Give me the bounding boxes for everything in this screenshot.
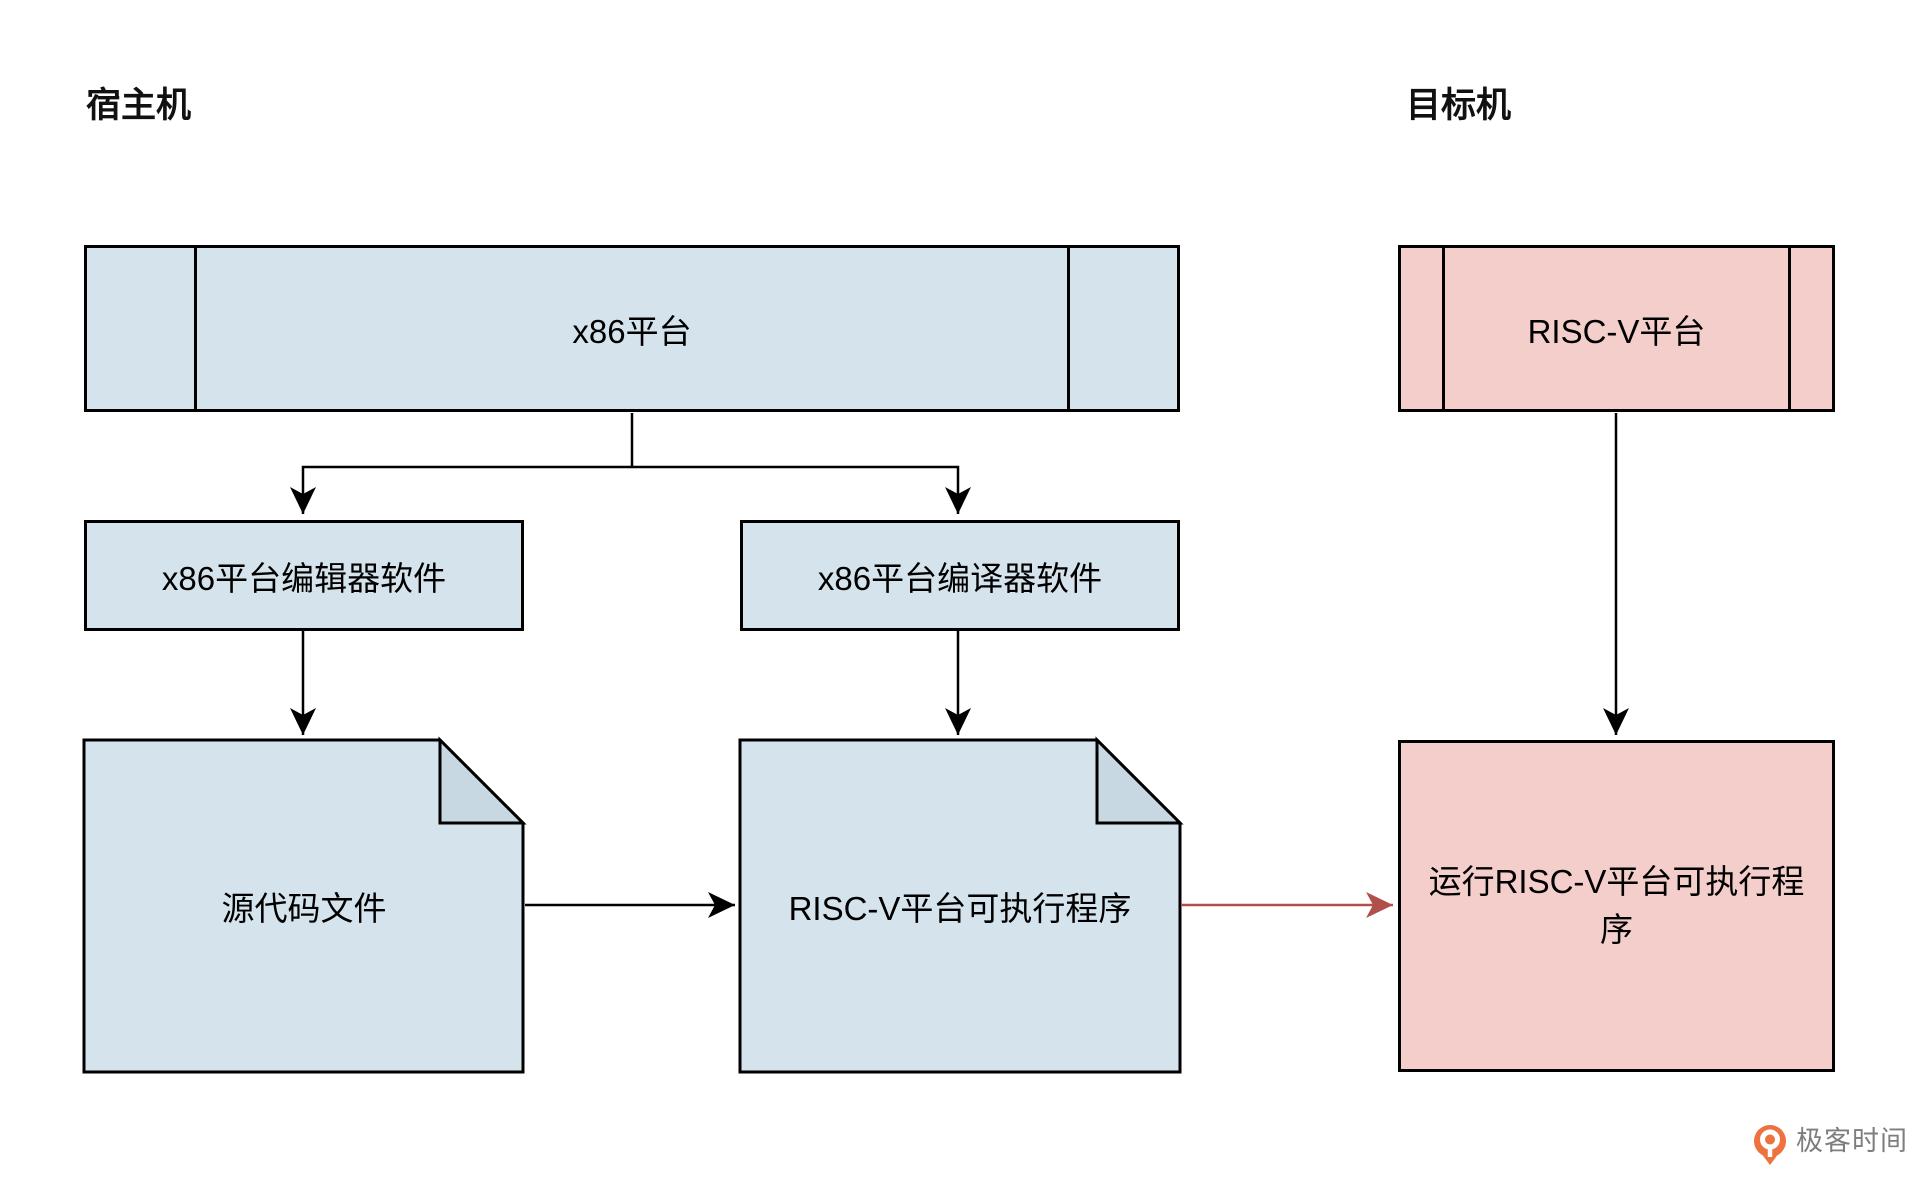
node-x86-platform: x86平台 bbox=[84, 245, 1180, 412]
process-bar-left bbox=[1442, 248, 1445, 409]
node-source-file-label: 源代码文件 bbox=[221, 890, 387, 927]
geektime-logo-icon bbox=[1754, 1125, 1786, 1165]
process-bar-right bbox=[1067, 248, 1070, 409]
riscv-executable-shape bbox=[738, 736, 1184, 1074]
node-x86-editor-label: x86平台编辑器软件 bbox=[161, 559, 447, 597]
node-run-riscv-executable: 运行RISC-V平台可执行程序 bbox=[1398, 740, 1835, 1072]
host-section-label: 宿主机 bbox=[86, 86, 192, 125]
target-section-label: 目标机 bbox=[1406, 86, 1512, 125]
node-riscv-executable-label: RISC-V平台可执行程序 bbox=[788, 890, 1132, 927]
node-x86-compiler-label: x86平台编译器软件 bbox=[817, 559, 1103, 597]
process-bar-left bbox=[194, 248, 197, 409]
geektime-logo-text: 极客时间 bbox=[1796, 1126, 1908, 1156]
node-source-file: 源代码文件 bbox=[84, 740, 524, 1072]
node-x86-editor: x86平台编辑器软件 bbox=[84, 520, 524, 631]
node-run-riscv-executable-label: 运行RISC-V平台可执行程序 bbox=[1428, 863, 1805, 948]
process-bar-right bbox=[1788, 248, 1791, 409]
arrow-x86-to-compiler bbox=[632, 465, 971, 514]
node-x86-compiler: x86平台编译器软件 bbox=[740, 520, 1180, 631]
arrow-x86-to-editor bbox=[290, 465, 632, 514]
node-x86-platform-label: x86平台 bbox=[572, 312, 692, 350]
source-file-shape bbox=[82, 736, 527, 1074]
node-riscv-platform: RISC-V平台 bbox=[1398, 245, 1835, 412]
node-riscv-platform-label: RISC-V平台 bbox=[1527, 312, 1706, 350]
node-riscv-executable: RISC-V平台可执行程序 bbox=[740, 740, 1180, 1072]
